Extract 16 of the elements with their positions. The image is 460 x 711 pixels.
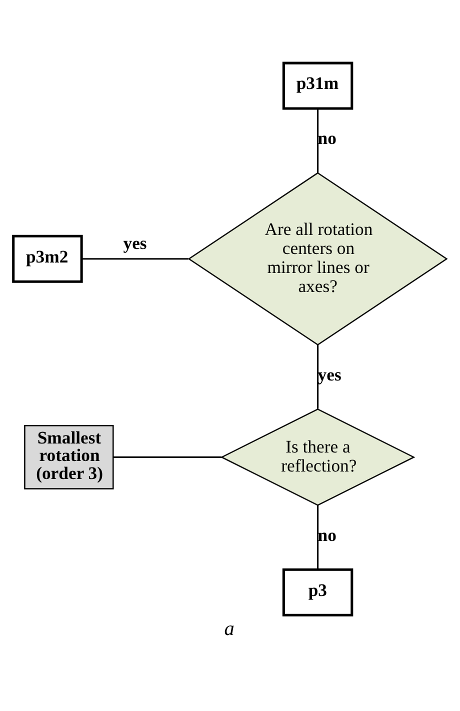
caption: a xyxy=(224,618,234,640)
node-box: p3m2 xyxy=(12,234,83,283)
connector xyxy=(82,258,188,260)
node-box: p3 xyxy=(282,568,354,616)
connector xyxy=(317,108,319,173)
connector xyxy=(317,344,319,409)
edge-label: no xyxy=(318,128,336,148)
node-box: p31m xyxy=(282,62,354,110)
node-diamond: Is there a reflection? xyxy=(220,408,416,506)
edge-label: yes xyxy=(123,233,147,254)
connector xyxy=(317,505,319,570)
edge-label: no xyxy=(318,524,336,545)
connector xyxy=(113,456,222,458)
node-box: Smallest rotation (order 3) xyxy=(24,424,114,490)
node-diamond: Are all rotation centers on mirror lines or axes? xyxy=(188,172,448,346)
edge-label: yes xyxy=(318,364,342,384)
